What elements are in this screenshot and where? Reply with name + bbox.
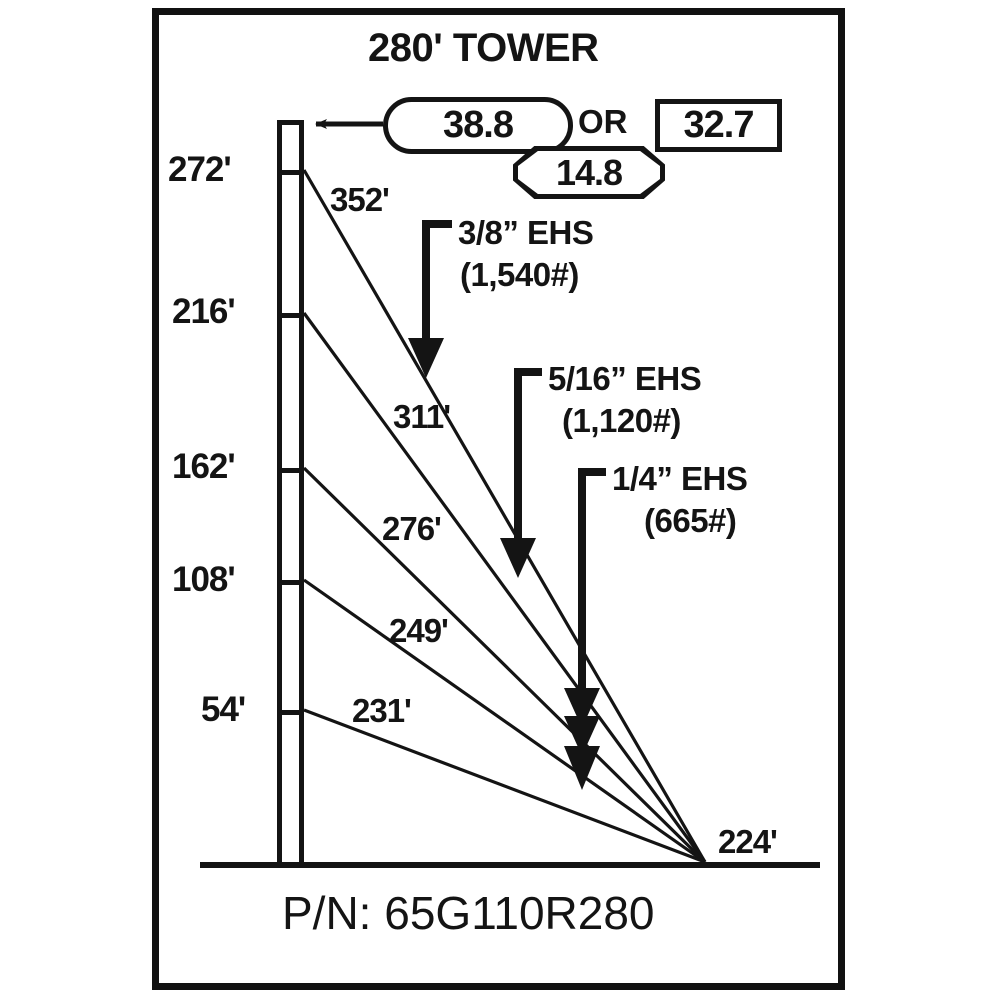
elevation-label-108: 108' xyxy=(172,560,236,599)
callout-octagon-inner: 14.8 xyxy=(518,151,660,194)
cable-spec-size-2: 1/4” EHS xyxy=(612,460,748,497)
guy-attachment-tick-272 xyxy=(277,170,304,175)
cable-spec-strength-0: (1,540#) xyxy=(460,256,579,293)
anchor-distance-label: 224' xyxy=(718,823,778,860)
guy-attachment-tick-216 xyxy=(277,313,304,318)
cable-spec-strength-2: (665#) xyxy=(644,502,737,539)
guy-length-label-352: 352' xyxy=(330,181,390,218)
callout-or-label: OR xyxy=(578,103,628,140)
callout-stadium-38-8: 38.8 xyxy=(383,97,573,154)
guy-attachment-tick-108 xyxy=(277,580,304,585)
guy-length-label-249: 249' xyxy=(389,612,449,649)
elevation-label-54: 54' xyxy=(201,690,246,729)
cable-spec-size-0: 3/8” EHS xyxy=(458,214,594,251)
callout-octagon-14-8: 14.8 xyxy=(513,146,665,199)
guy-length-label-231: 231' xyxy=(352,692,412,729)
elevation-label-216: 216' xyxy=(172,292,236,331)
guy-length-label-276: 276' xyxy=(382,510,442,547)
guy-attachment-tick-54 xyxy=(277,710,304,715)
elevation-label-162: 162' xyxy=(172,447,236,486)
cable-spec-strength-1: (1,120#) xyxy=(562,402,681,439)
diagram-title: 280' TOWER xyxy=(368,26,599,70)
ground-line xyxy=(200,862,820,868)
guy-length-label-311: 311' xyxy=(393,398,451,435)
guy-attachment-tick-162 xyxy=(277,468,304,473)
tower-mast xyxy=(277,120,304,865)
elevation-label-272: 272' xyxy=(168,150,232,189)
cable-spec-size-1: 5/16” EHS xyxy=(548,360,702,397)
part-number-label: P/N: 65G110R280 xyxy=(282,887,655,939)
callout-box-32-7: 32.7 xyxy=(655,99,782,152)
